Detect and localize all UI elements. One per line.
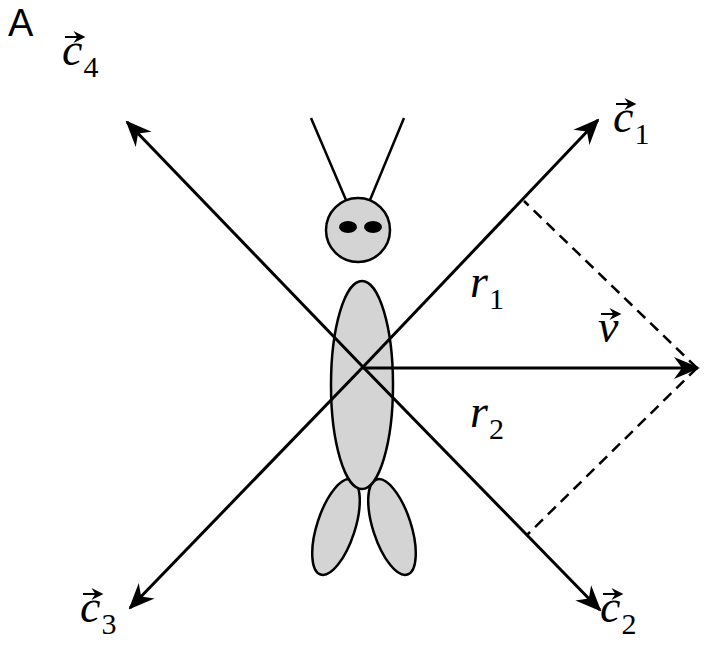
subscript-index: 3 <box>101 609 116 639</box>
vector-accent <box>600 306 620 320</box>
insect-head <box>326 198 390 262</box>
insect-eye <box>339 221 357 233</box>
symbol-letter: r <box>470 389 488 435</box>
symbol-letter: c <box>613 94 633 140</box>
vector-arrow <box>127 122 363 367</box>
vector-label: c4 <box>62 27 98 73</box>
insect-figure <box>302 118 425 580</box>
accent-head <box>624 98 636 110</box>
subscript-index: 1 <box>489 284 504 314</box>
vector-arrow <box>130 367 363 608</box>
subscript-index: 2 <box>489 414 504 444</box>
accent-head <box>611 588 623 600</box>
symbol-letter: c <box>80 584 100 630</box>
subscript-index: 1 <box>634 119 649 149</box>
panel-letter: A <box>8 4 33 42</box>
vector-accent <box>82 586 102 600</box>
projection-line <box>524 201 697 368</box>
symbol-letter: c <box>600 584 620 630</box>
vector-label: c2 <box>600 584 636 630</box>
symbol-letter: r <box>470 259 488 305</box>
vector-label: v <box>598 304 618 350</box>
vector-arrow <box>363 367 698 370</box>
symbol-letter: A <box>8 4 33 42</box>
projection-line <box>527 368 697 535</box>
accent-head <box>609 308 621 320</box>
vector-label: c3 <box>80 584 116 630</box>
antenna <box>311 118 346 200</box>
insect-body <box>331 281 393 489</box>
accent-head <box>73 31 85 43</box>
component-label: r2 <box>470 389 504 435</box>
vector-label: c1 <box>613 94 649 140</box>
accent-head <box>91 588 103 600</box>
insect-eye <box>364 221 382 233</box>
subscript-index: 4 <box>83 52 98 82</box>
vector-arrow <box>363 120 598 367</box>
symbol-letter: v <box>598 304 618 350</box>
vector-accent <box>602 586 622 600</box>
vector-accent <box>615 96 635 110</box>
component-label: r1 <box>470 259 504 305</box>
vector-accent <box>64 29 84 43</box>
symbol-letter: c <box>62 27 82 73</box>
subscript-index: 2 <box>621 609 636 639</box>
vector-arrow <box>363 367 600 610</box>
insect-leg <box>358 474 425 581</box>
antenna <box>370 118 404 200</box>
